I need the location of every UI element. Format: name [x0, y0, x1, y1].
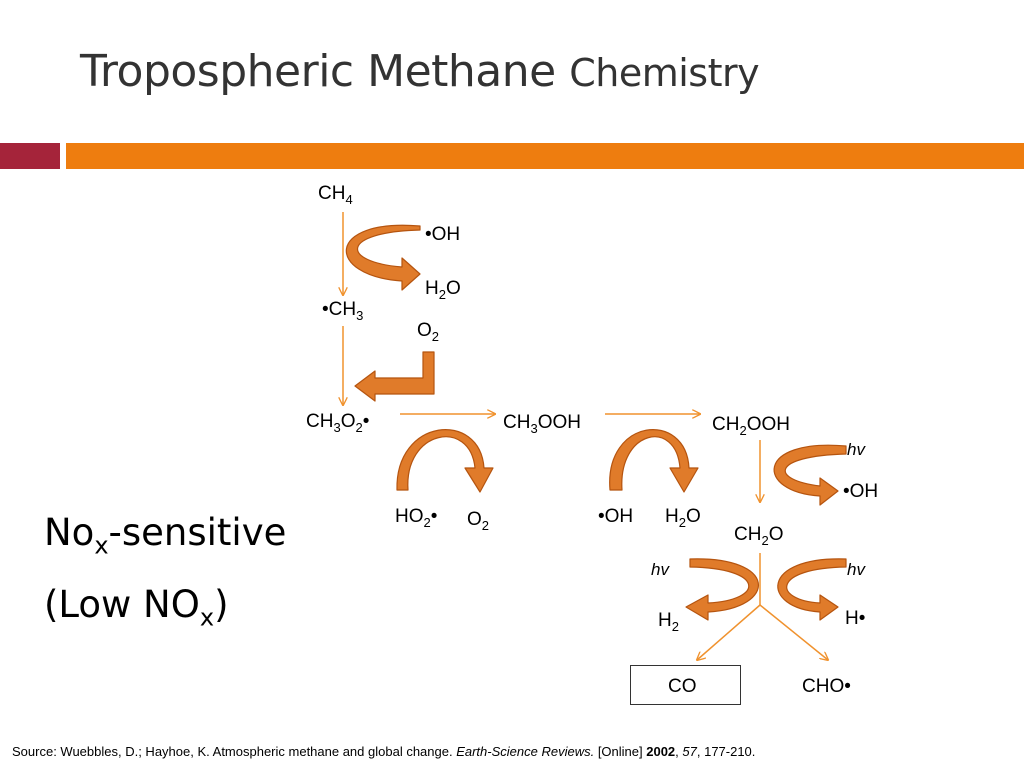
regime-label: Nox-sensitive (Low NOx): [44, 503, 286, 648]
label-ho2: HO2•: [395, 506, 438, 530]
label-oh-1: •OH: [425, 224, 461, 245]
label-o2-1: O2: [417, 320, 440, 344]
label-cho: CHO•: [802, 676, 851, 697]
curved-arrow-oh-h2o-2: [609, 429, 699, 493]
label-co: CO: [668, 676, 697, 697]
curved-arrow-ch2ooh-oh: [773, 444, 847, 506]
curved-arrow-h2: [685, 558, 760, 621]
co-product-box: [630, 665, 741, 705]
label-ch4: CH4: [318, 183, 353, 207]
label-h2o-1: H2O: [425, 278, 461, 302]
curved-arrow-ho2-o2: [396, 429, 494, 493]
label-ch2o: CH2O: [734, 524, 784, 548]
title-sub: Chemistry: [569, 51, 760, 95]
header-accent-red: [0, 143, 60, 169]
label-ch2ooh: CH2OOH: [712, 414, 790, 438]
regime-line-2: (Low NOx): [44, 583, 229, 632]
label-h-radical: H•: [845, 608, 866, 629]
source-citation: Source: Wuebbles, D.; Hayhoe, K. Atmosph…: [12, 744, 756, 759]
curved-arrow-oh-h2o: [345, 224, 421, 291]
header-accent-orange: [66, 143, 1024, 169]
curved-arrow-o2-to-ch3o2: [354, 351, 435, 402]
label-hv-3: hv: [847, 560, 865, 579]
label-hv-2: hv: [651, 560, 669, 579]
label-ch3: •CH3: [322, 299, 364, 323]
label-oh-3: •OH: [843, 481, 879, 502]
label-ch3ooh: CH3OOH: [503, 412, 581, 436]
label-ch3o2: CH3O2•: [306, 411, 370, 435]
label-h2: H2: [658, 610, 679, 634]
label-hv-1: hv: [847, 440, 865, 459]
arrow-ch2o-to-co: [697, 604, 761, 660]
regime-line-1: Nox-sensitive: [44, 511, 287, 560]
slide-title: Tropospheric Methane Chemistry: [80, 46, 760, 97]
label-oh-2: •OH: [598, 506, 634, 527]
title-main: Tropospheric Methane: [80, 46, 556, 97]
arrow-ch2o-to-cho: [759, 604, 828, 660]
curved-arrow-h-radical: [777, 558, 847, 621]
label-h2o-2: H2O: [665, 506, 701, 530]
label-o2-2: O2: [467, 509, 490, 533]
